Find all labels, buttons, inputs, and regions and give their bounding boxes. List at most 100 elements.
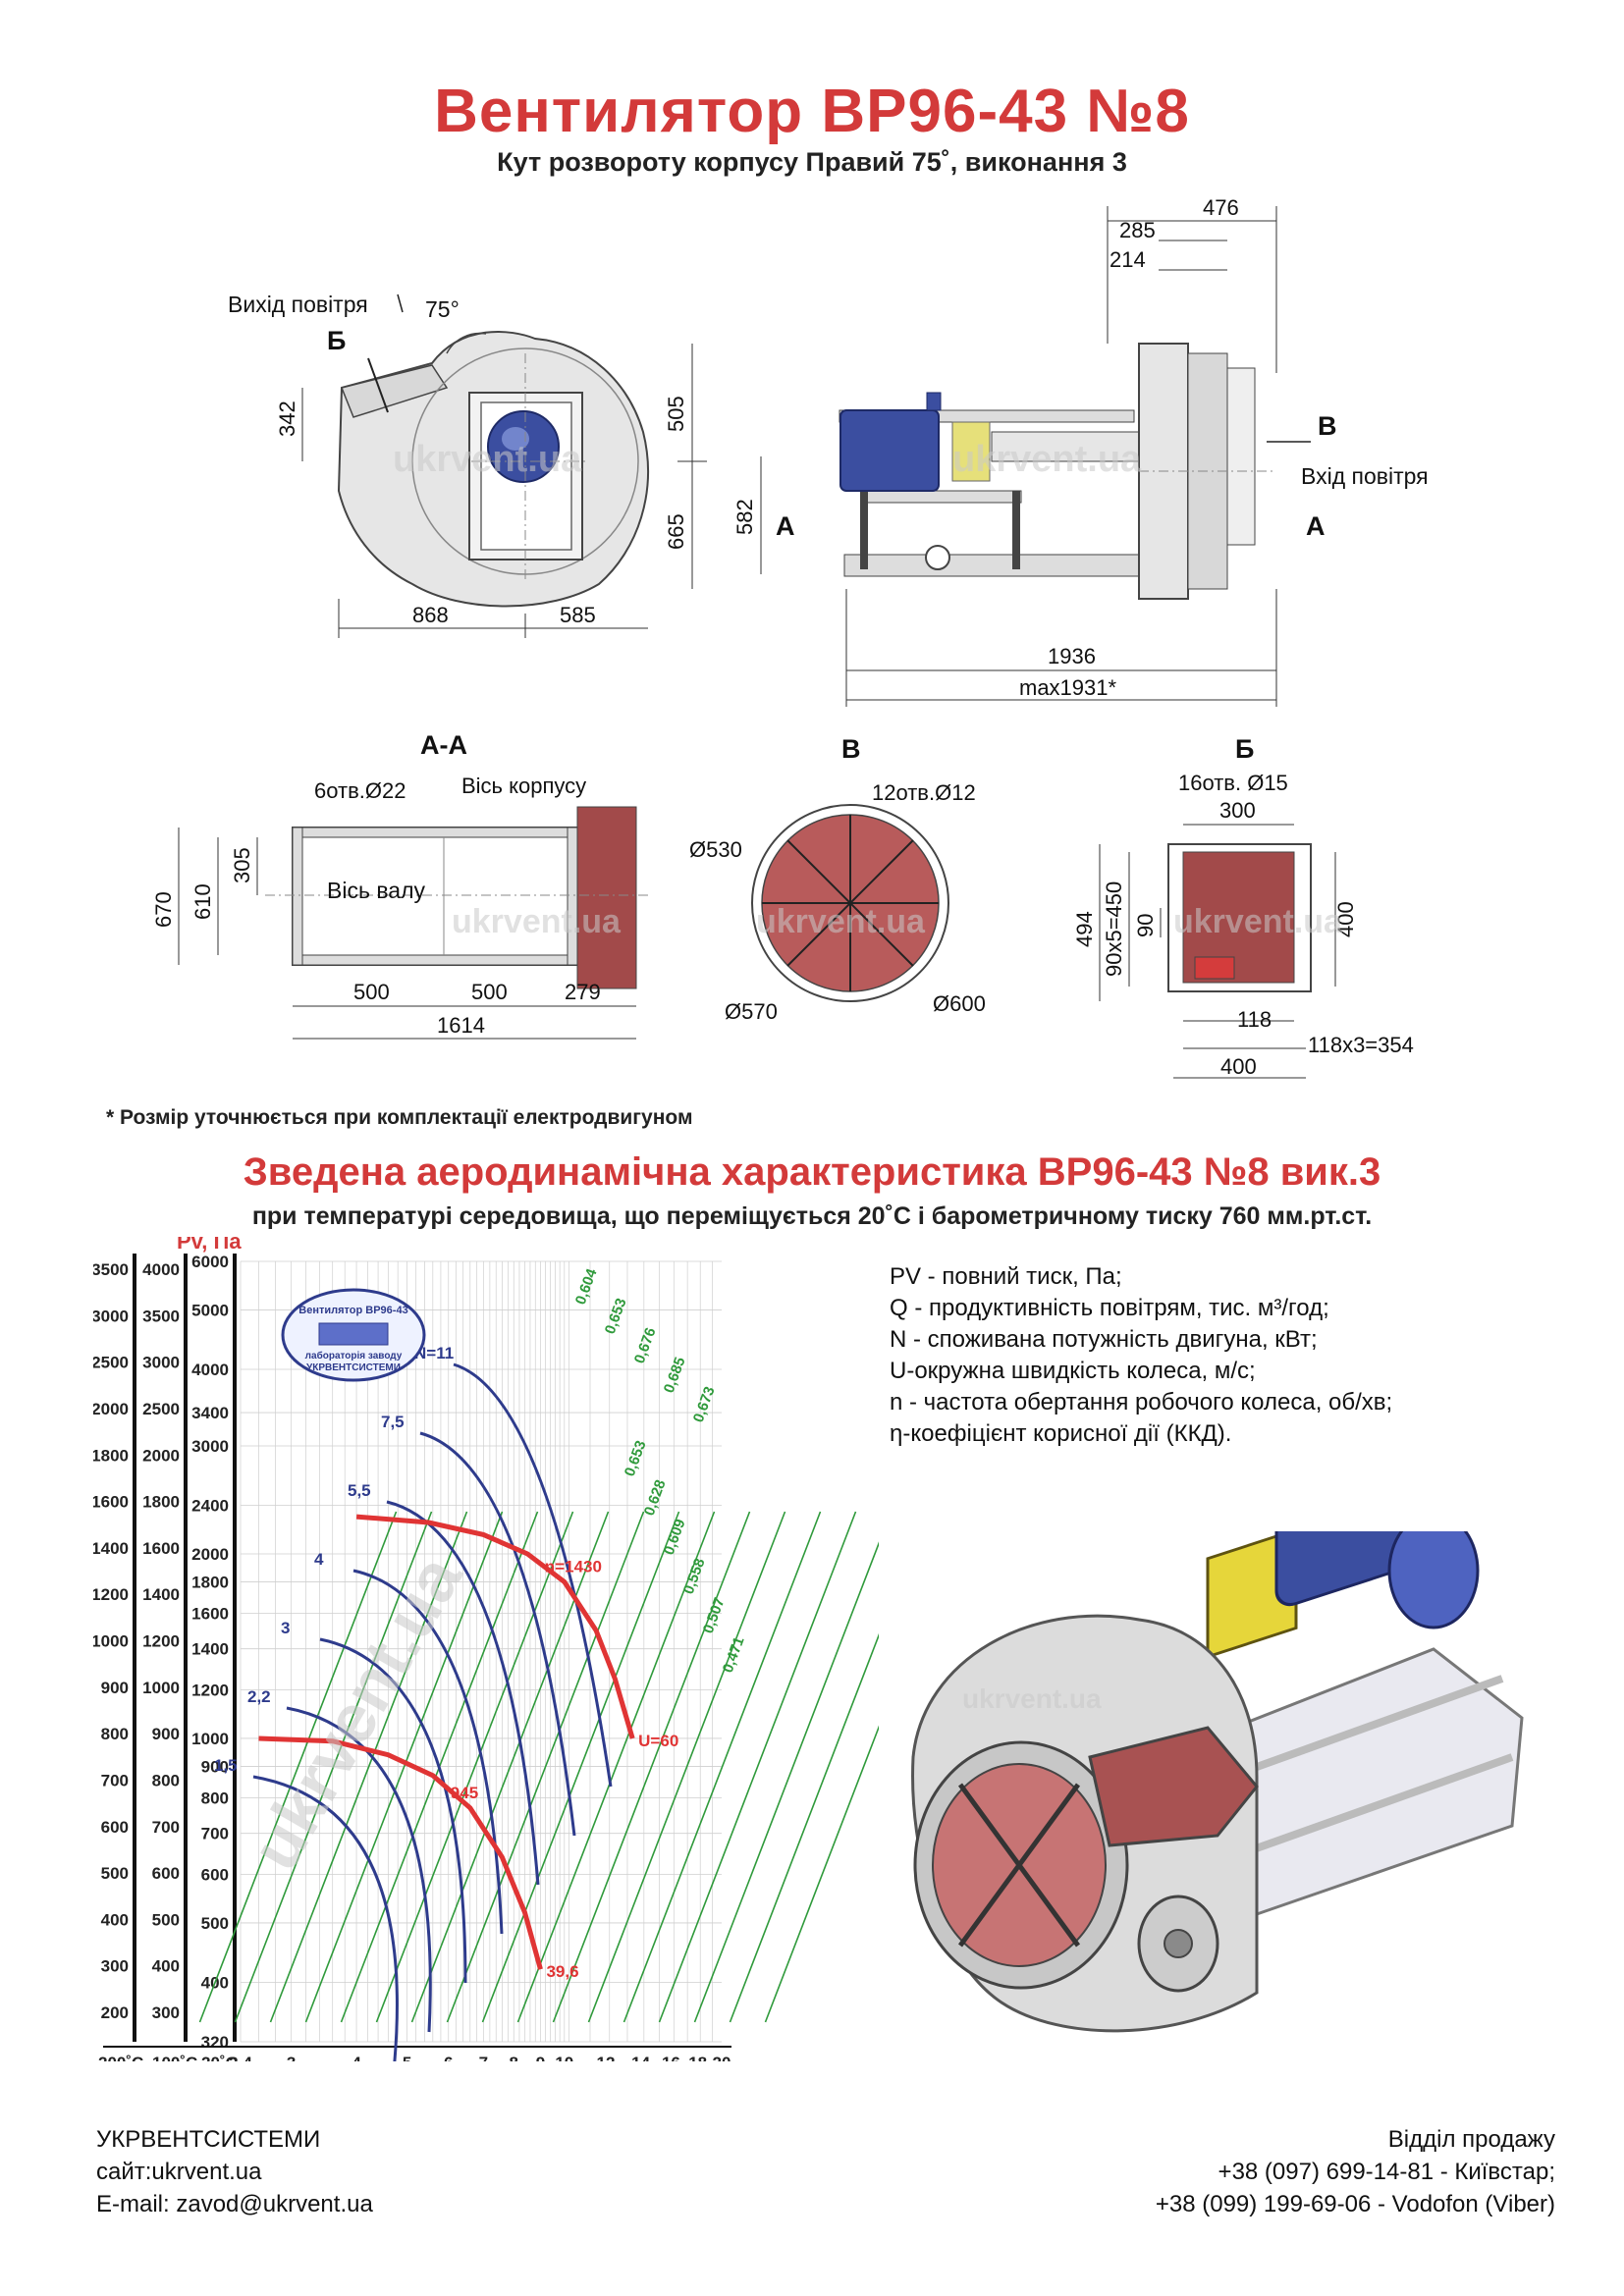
y-tick-label: 2500 — [93, 1354, 129, 1372]
chart-legend: PV - повний тиск, Па; Q - продуктивність… — [890, 1261, 1392, 1450]
y-tick-label: 900 — [101, 1679, 129, 1697]
inlet-label: Вхід повітря — [1301, 463, 1429, 489]
y-tick-label: 200 — [101, 2003, 129, 2022]
efficiency-label: 0,471 — [720, 1634, 748, 1675]
u-label: U=60 — [638, 1732, 678, 1750]
legend-q: Q - продуктивність повітрям, тис. м³/год… — [890, 1295, 1329, 1321]
y-tick-label: 1400 — [191, 1640, 229, 1659]
y-tick-label: 1600 — [191, 1604, 229, 1623]
badge-fan-icon — [318, 1322, 389, 1346]
dim-665: 665 — [664, 513, 688, 550]
y-tick-label: 1400 — [142, 1585, 180, 1604]
power-label: 1,5 — [214, 1756, 238, 1775]
y-tick-label: 1000 — [142, 1679, 180, 1697]
dim-90: 90 — [1133, 914, 1158, 937]
y-tick-label: 600 — [152, 1864, 180, 1883]
page-subtitle: Кут розвороту корпусу Правий 75˚, викона… — [497, 147, 1127, 177]
d530: Ø530 — [689, 837, 742, 862]
efficiency-line — [304, 1511, 504, 2023]
power-label: 5,5 — [348, 1481, 371, 1500]
y-tick-label: 3500 — [93, 1260, 129, 1279]
d600: Ø600 — [933, 991, 986, 1016]
x-tick-label: 3 — [287, 2054, 296, 2061]
company-site[interactable]: сайт:ukrvent.ua — [96, 2159, 262, 2185]
company-email[interactable]: E-mail: zavod@ukrvent.ua — [96, 2191, 373, 2217]
view-b-title: Б — [1235, 734, 1254, 764]
dim-1936: 1936 — [1048, 644, 1096, 668]
power-curve — [453, 1362, 613, 1788]
y-tick-label: 5000 — [191, 1301, 229, 1319]
power-curve — [286, 1706, 432, 2033]
efficiency-line — [234, 1511, 433, 2023]
aero-subtitle: при температурі середовища, що переміщує… — [251, 1202, 1373, 1230]
y-tick-label: 500 — [101, 1864, 129, 1883]
y-tick-label: 2400 — [191, 1497, 229, 1516]
phone-kyivstar[interactable]: +38 (097) 699-14-81 - Київстар; — [1218, 2159, 1555, 2185]
speed-label: 945 — [451, 1784, 478, 1802]
x-tick-label: 5 — [403, 2054, 411, 2061]
legend-n: N - споживана потужність двигуна, кВт; — [890, 1326, 1318, 1353]
y-tick-label: 2500 — [142, 1400, 180, 1418]
y-tick-label: 1200 — [93, 1585, 129, 1604]
y-tick-label: 2000 — [142, 1446, 180, 1465]
dim-305: 305 — [230, 847, 254, 883]
efficiency-label: 0,685 — [661, 1355, 689, 1395]
y-tick-label: 1400 — [93, 1539, 129, 1558]
y-tick-label: 400 — [101, 1910, 129, 1929]
power-label: 2,2 — [247, 1687, 271, 1706]
power-label: 7,5 — [381, 1413, 405, 1431]
y-tick-label: 1600 — [142, 1539, 180, 1558]
x-tick-label: 6 — [444, 2054, 453, 2061]
efficiency-line — [764, 1725, 879, 2023]
sales-dept: Відділ продажу — [1387, 2126, 1555, 2153]
fan-3d-illustration: ukrvent.ua — [911, 1531, 1524, 2033]
x-temp-label: 20˚С — [201, 2054, 238, 2061]
efficiency-label: 0,507 — [700, 1595, 729, 1635]
y-tick-label: 1800 — [93, 1446, 129, 1465]
y-tick-label: 800 — [152, 1771, 180, 1789]
y-tick-label: 1800 — [191, 1574, 229, 1592]
holes-22: 6отв.Ø22 — [314, 778, 406, 803]
y-tick-label: 3400 — [191, 1404, 229, 1422]
y-tick-label: 500 — [152, 1910, 180, 1929]
speed-curve — [258, 1735, 543, 1970]
section-a-right: А — [1306, 511, 1326, 541]
watermark-b: ukrvent.ua — [1173, 903, 1343, 940]
shaft-axis-label: Вісь валу — [327, 878, 425, 903]
x-tick-label: 12 — [596, 2054, 615, 2061]
footer-left: УКРВЕНТСИСТЕМИ сайт:ukrvent.ua E-mail: z… — [96, 2123, 373, 2220]
efficiency-line — [658, 1511, 857, 2023]
y-tick-label: 1200 — [142, 1632, 180, 1651]
u-label: 39,6 — [546, 1962, 578, 1981]
section-b-marker: Б — [327, 326, 346, 355]
y-tick-label: 320 — [201, 2033, 229, 2052]
power-label: 3 — [281, 1619, 290, 1637]
badge-top-text: Вентилятор ВР96-43 — [298, 1305, 407, 1316]
x-tick-label: 18 — [688, 2054, 707, 2061]
x-tick-label: 7 — [479, 2054, 488, 2061]
company-name: УКРВЕНТСИСТЕМИ — [96, 2126, 321, 2153]
power-label: 4 — [314, 1550, 324, 1569]
efficiency-line — [552, 1511, 751, 2023]
casing-axis-label: Вісь корпусу — [461, 774, 586, 798]
y-tick-label: 800 — [101, 1725, 129, 1743]
dim-285: 285 — [1119, 218, 1156, 242]
dim-500-a: 500 — [353, 980, 390, 1004]
legend-pv: PV - повний тиск, Па; — [890, 1263, 1122, 1290]
watermark-front: ukrvent.ua — [393, 439, 582, 480]
y-tick-label: 300 — [152, 2003, 180, 2022]
efficiency-line — [693, 1541, 879, 2023]
y-tick-label: 1000 — [191, 1730, 229, 1748]
x-tick-label: 14 — [631, 2054, 650, 2061]
side-view: 476 285 214 582 А А В Вхід повітря 1936 … — [732, 195, 1429, 707]
phone-vodafone[interactable]: +38 (099) 199-69-06 - Vodofon (Viber) — [1155, 2191, 1555, 2217]
x-tick-label: 10 — [555, 2054, 573, 2061]
dim-214: 214 — [1110, 247, 1146, 272]
view-v-marker: В — [1318, 411, 1337, 441]
watermark-aa: ukrvent.ua — [452, 903, 622, 940]
dim-500-b: 500 — [471, 980, 508, 1004]
efficiency-label: 0,673 — [690, 1384, 719, 1424]
legend-u: U-окружна швидкість колеса, м/с; — [890, 1358, 1256, 1384]
y-tick-label: 2000 — [191, 1545, 229, 1564]
y-tick-label: 3000 — [93, 1307, 129, 1325]
